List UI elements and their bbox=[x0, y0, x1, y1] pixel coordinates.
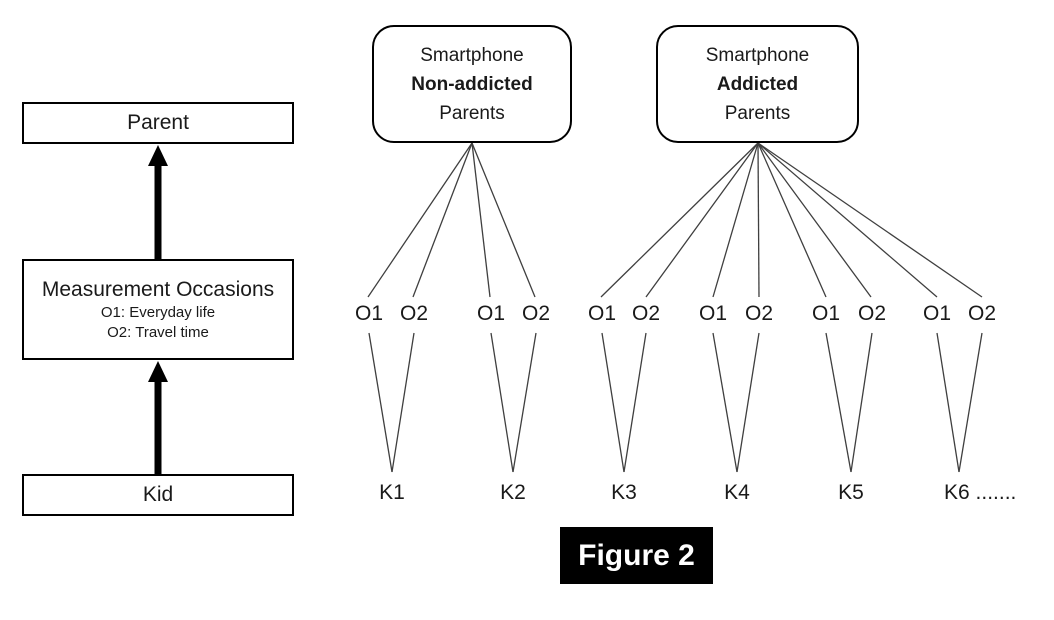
occasion-to-kid-lines bbox=[368, 332, 983, 473]
measurement-item-o1: O1: Everyday life bbox=[100, 303, 216, 321]
fan-non-addicted bbox=[367, 142, 536, 298]
kid-box: Kid bbox=[22, 474, 294, 516]
figure-caption: Figure 2 bbox=[560, 527, 713, 584]
occasion-label-7: O1 bbox=[698, 302, 727, 325]
measurement-occasions-box: Measurement Occasions O1: Everyday life … bbox=[22, 259, 294, 360]
fan-addicted bbox=[600, 142, 983, 298]
group-b-line2: Addicted bbox=[716, 73, 799, 95]
kid-label-k4: K4 bbox=[724, 481, 750, 504]
parent-box: Parent bbox=[22, 102, 294, 144]
occasion-label-3: O1 bbox=[476, 302, 505, 325]
occasion-label-10: O2 bbox=[857, 302, 886, 325]
occasion-label-11: O1 bbox=[922, 302, 951, 325]
occasion-label-2: O2 bbox=[399, 302, 428, 325]
measurement-item-o2: O2: Travel time bbox=[107, 323, 209, 341]
group-a-line2: Non-addicted bbox=[411, 73, 533, 95]
arrow-measurement-to-parent bbox=[148, 145, 168, 259]
group-a-line1: Smartphone bbox=[420, 44, 524, 66]
non-addicted-parents-box: Smartphone Non-addicted Parents bbox=[372, 25, 572, 143]
kid-label-k6: K6 ....... bbox=[944, 481, 1017, 504]
occasion-label-12: O2 bbox=[967, 302, 996, 325]
kid-label-k3: K3 bbox=[611, 481, 637, 504]
measurement-title: Measurement Occasions bbox=[41, 277, 275, 301]
occasion-label-4: O2 bbox=[521, 302, 550, 325]
group-b-line3: Parents bbox=[724, 102, 791, 124]
arrow-kid-to-measurement bbox=[148, 361, 168, 474]
parent-label: Parent bbox=[127, 111, 189, 134]
kid-label: Kid bbox=[142, 483, 174, 506]
figure-caption-text: Figure 2 bbox=[578, 538, 695, 572]
kid-label-k2: K2 bbox=[500, 481, 526, 504]
occasion-label-5: O1 bbox=[587, 302, 616, 325]
addicted-parents-box: Smartphone Addicted Parents bbox=[656, 25, 859, 143]
group-b-line1: Smartphone bbox=[705, 44, 810, 66]
occasion-label-8: O2 bbox=[744, 302, 773, 325]
occasion-label-9: O1 bbox=[811, 302, 840, 325]
group-a-line3: Parents bbox=[439, 102, 505, 124]
occasion-label-1: O1 bbox=[354, 302, 383, 325]
kid-label-k5: K5 bbox=[838, 481, 864, 504]
kid-label-k1: K1 bbox=[379, 481, 405, 504]
occasion-label-6: O2 bbox=[631, 302, 660, 325]
